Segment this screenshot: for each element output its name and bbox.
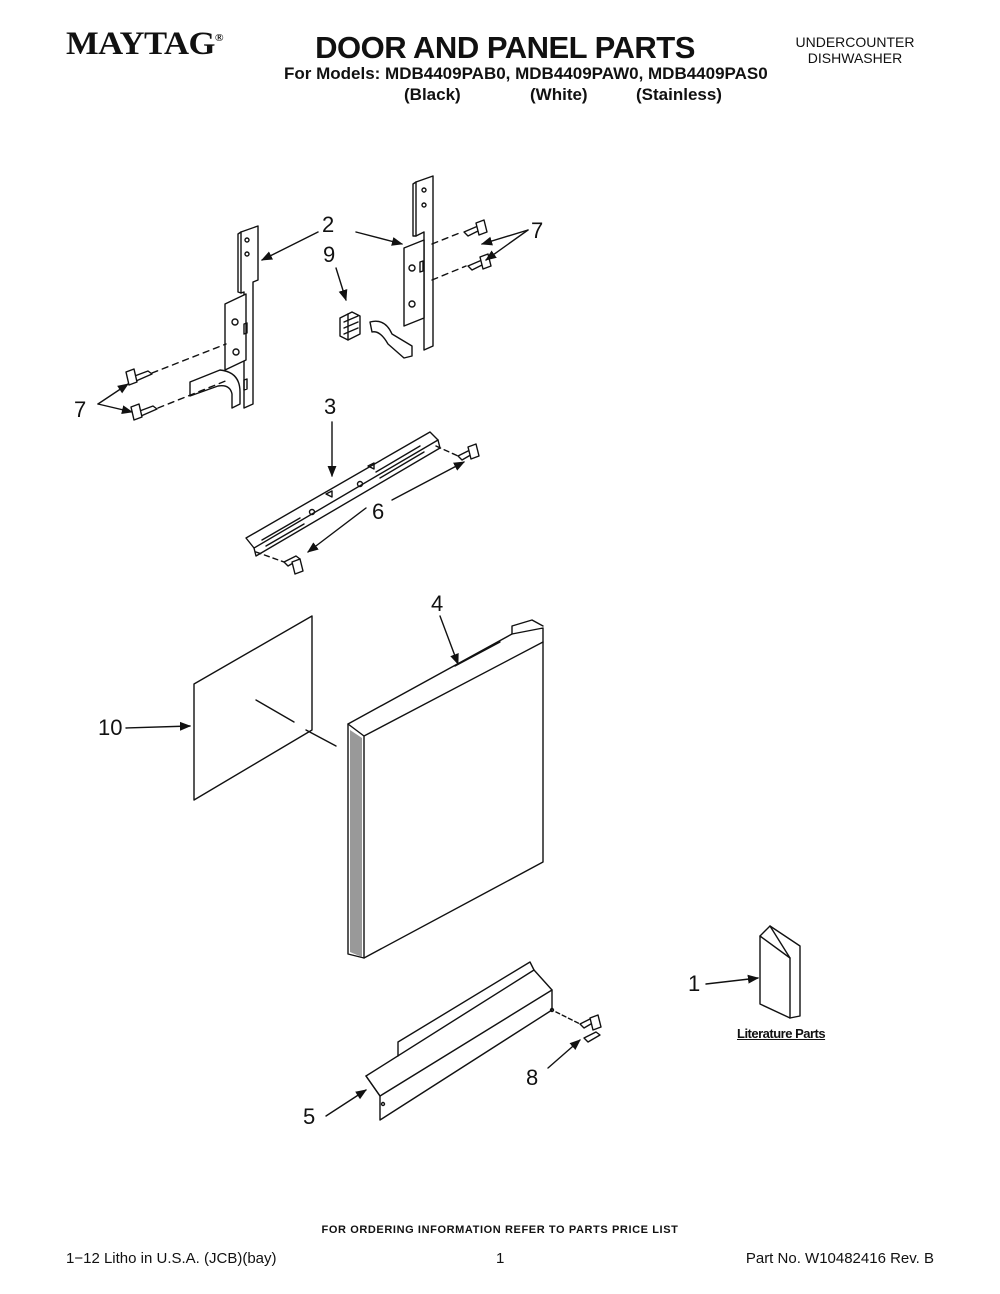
callout-8: 8 bbox=[526, 1065, 538, 1090]
variant-stainless: (Stainless) bbox=[636, 85, 722, 104]
variant-black: (Black) bbox=[404, 85, 461, 104]
ordering-note: FOR ORDERING INFORMATION REFER TO PARTS … bbox=[321, 1224, 679, 1236]
callout-9: 9 bbox=[323, 242, 335, 267]
registered-mark: ® bbox=[214, 32, 224, 44]
screw-7-left-lower bbox=[130, 403, 158, 421]
callout-3: 3 bbox=[324, 394, 336, 419]
literature-booklet bbox=[759, 925, 801, 1019]
callout-7-right: 7 bbox=[531, 218, 543, 243]
part-number: Part No. W10482416 Rev. B bbox=[745, 1250, 934, 1267]
page-number: 1 bbox=[496, 1250, 505, 1267]
callout-5: 5 bbox=[303, 1104, 315, 1129]
kick-plate-screws bbox=[555, 1011, 602, 1043]
callout-7-left: 7 bbox=[74, 397, 86, 422]
leader-lines bbox=[97, 229, 760, 1117]
kick-plate bbox=[365, 961, 555, 1121]
models-line: For Models: MDB4409PAB0, MDB4409PAW0, MD… bbox=[284, 64, 768, 83]
door-pad bbox=[193, 615, 337, 801]
callout-10: 10 bbox=[98, 715, 122, 740]
mounting-rail bbox=[245, 431, 441, 557]
literature-parts-label: Literature Parts bbox=[737, 1026, 826, 1041]
rail-screws bbox=[255, 443, 480, 575]
variant-white: (White) bbox=[530, 85, 588, 104]
callout-4: 4 bbox=[431, 591, 443, 616]
door-bumper bbox=[339, 311, 361, 341]
screw-7-left-upper bbox=[125, 368, 153, 386]
litho-line: 1−12 Litho in U.S.A. (JCB)(bay) bbox=[66, 1250, 277, 1267]
brand-logo: MAYTAG® bbox=[66, 26, 224, 63]
callout-1: 1 bbox=[688, 971, 700, 996]
product-type: UNDERCOUNTER DISHWASHER bbox=[780, 34, 930, 66]
left-hinge-bracket bbox=[189, 225, 259, 409]
right-hinge-bracket bbox=[369, 175, 434, 359]
page-title: DOOR AND PANEL PARTS bbox=[315, 30, 695, 65]
door-panel bbox=[347, 619, 544, 959]
callout-2: 2 bbox=[322, 212, 334, 237]
brand-name: MAYTAG bbox=[66, 26, 215, 62]
product-type-line-2: DISHWASHER bbox=[807, 50, 903, 66]
callout-6: 6 bbox=[372, 499, 384, 524]
screw-7-right-upper bbox=[463, 219, 488, 237]
hinge-screws bbox=[125, 219, 492, 421]
screw-7-right-lower bbox=[467, 253, 492, 271]
product-type-line-1: UNDERCOUNTER bbox=[795, 34, 915, 50]
